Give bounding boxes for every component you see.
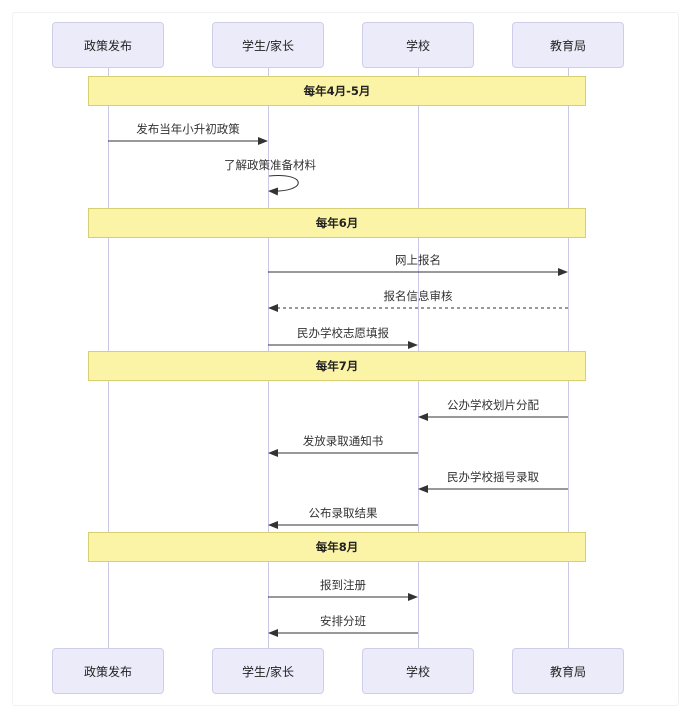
actor-school-bottom: 学校 bbox=[362, 648, 474, 694]
message-review-info: 报名信息审核 bbox=[383, 289, 453, 303]
actor-policy-bottom: 政策发布 bbox=[52, 648, 164, 694]
actor-education-bureau-bottom: 教育局 bbox=[512, 648, 624, 694]
message-self-prepare: 了解政策准备材料 bbox=[224, 158, 316, 172]
actor-student-parent-top: 学生/家长 bbox=[212, 22, 324, 68]
phase-note-aug: 每年8月 bbox=[88, 532, 586, 562]
actor-policy-top: 政策发布 bbox=[52, 22, 164, 68]
actor-student-parent-bottom: 学生/家长 bbox=[212, 648, 324, 694]
phase-note-jun: 每年6月 bbox=[88, 208, 586, 238]
message-public-allocation: 公办学校划片分配 bbox=[447, 398, 539, 412]
message-assign-class: 安排分班 bbox=[320, 614, 366, 628]
message-online-register: 网上报名 bbox=[395, 253, 441, 267]
message-check-in: 报到注册 bbox=[320, 578, 366, 592]
actor-education-bureau-top: 教育局 bbox=[512, 22, 624, 68]
message-private-school-wish: 民办学校志愿填报 bbox=[297, 326, 389, 340]
message-publish-policy: 发布当年小升初政策 bbox=[136, 122, 240, 136]
phase-note-apr-may: 每年4月-5月 bbox=[88, 76, 586, 106]
message-send-admission: 发放录取通知书 bbox=[302, 434, 384, 448]
phase-note-jul: 每年7月 bbox=[88, 351, 586, 381]
diagram-frame bbox=[12, 12, 679, 706]
actor-school-top: 学校 bbox=[362, 22, 474, 68]
message-publish-result: 公布录取结果 bbox=[308, 506, 378, 520]
arrow-self-prepare bbox=[268, 175, 299, 196]
message-private-lottery: 民办学校摇号录取 bbox=[447, 470, 539, 484]
